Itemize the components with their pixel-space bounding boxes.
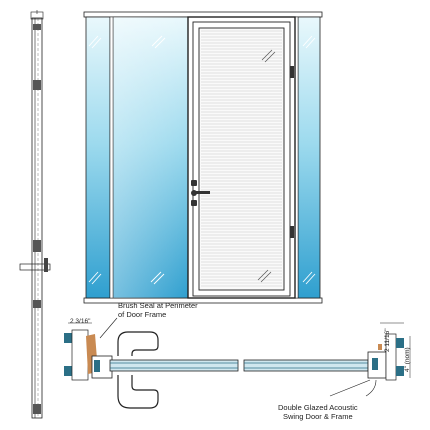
dimension-right: 2 11/16" — [384, 328, 391, 352]
right-glass-panel — [297, 16, 321, 299]
callout-door-frame-line-1: Double Glazed Acoustic — [278, 403, 358, 412]
plan-section — [64, 317, 411, 409]
dimension-left: 2 3/16" — [70, 318, 91, 325]
glare-marks — [88, 35, 316, 285]
callout-door-frame: Double Glazed Acoustic Swing Door & Fram… — [278, 403, 358, 421]
left-glass-panel — [85, 16, 111, 299]
integral-blind-slats — [201, 30, 282, 287]
callout-door-frame-line-2: Swing Door & Frame — [283, 411, 353, 421]
hinge-top — [290, 66, 294, 78]
hinge-bottom — [290, 226, 294, 238]
front-elevation — [83, 11, 323, 304]
dimension-frame-depth: 4" (nom) — [404, 347, 411, 372]
callout-brush-seal-line-2: of Door Frame — [118, 309, 167, 319]
lever-handle-hardware — [191, 180, 210, 206]
callout-brush-seal-line-1: Brush Seal at Perimeter — [118, 301, 198, 310]
door-glass-blind — [198, 27, 285, 291]
pull-handle — [117, 331, 159, 356]
door-leaf-plan — [109, 359, 239, 372]
vertical-section — [19, 10, 51, 419]
callout-brush-seal: Brush Seal at Perimeter of Door Frame — [118, 301, 198, 319]
